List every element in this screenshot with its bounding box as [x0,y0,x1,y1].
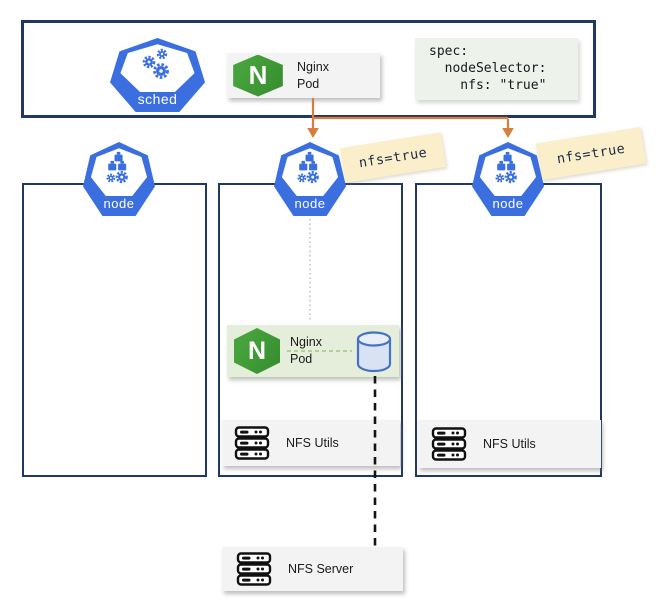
pod-card-title-line2: Pod [290,352,313,366]
nfs-server-label: NFS Server [288,561,354,576]
pod-spec-code-block: spec: nodeSelector: nfs: "true" [415,38,578,100]
node-icon-middle: node [274,142,346,216]
nfs-label-tag-middle: nfs=true [339,132,447,183]
arrowhead-middle-node [307,128,319,138]
pods-gears-glyph-icon [495,152,517,184]
nfs-label-tag-right: nfs=true [535,126,647,181]
scheduler-icon: sched [110,38,205,112]
nfs-utils-label: NFS Utils [483,436,536,451]
database-volume-icon [356,331,392,373]
nginx-logo: N [233,54,283,97]
pods-gears-glyph-icon [106,152,128,184]
nfs-utils-card-middle: NFS Utils [222,420,400,466]
node-box-left [22,183,207,477]
scheduler-label: sched [137,91,178,107]
pod-card-title-line1: Nginx [297,59,329,74]
pods-gears-glyph-icon [297,152,319,184]
pod-card-title-line2: Pod [297,76,320,91]
code-line-3: nfs: "true" [429,78,547,93]
nfs-server-card: NFS Server [222,547,403,591]
node-label-middle: node [294,196,326,211]
node-label-left: node [103,196,135,211]
node-label-right: node [492,196,524,211]
gears-glyph-icon [142,49,169,80]
pod-card-title-line1: Nginx [290,335,322,349]
arrowhead-right-node [502,128,514,138]
code-line-1: spec: [429,44,469,59]
node-icon-left: node [83,142,155,216]
nginx-logo: N [234,328,280,374]
nginx-pod-card-top: N Nginx Pod [227,53,380,98]
server-icon [234,426,270,460]
nfs-utils-label: NFS Utils [286,435,339,450]
code-line-2: nodeSelector: [429,61,547,76]
node-icon-right: node [472,142,544,216]
nfs-utils-card-right: NFS Utils [418,420,601,468]
server-icon [431,427,467,461]
server-icon [236,552,272,586]
